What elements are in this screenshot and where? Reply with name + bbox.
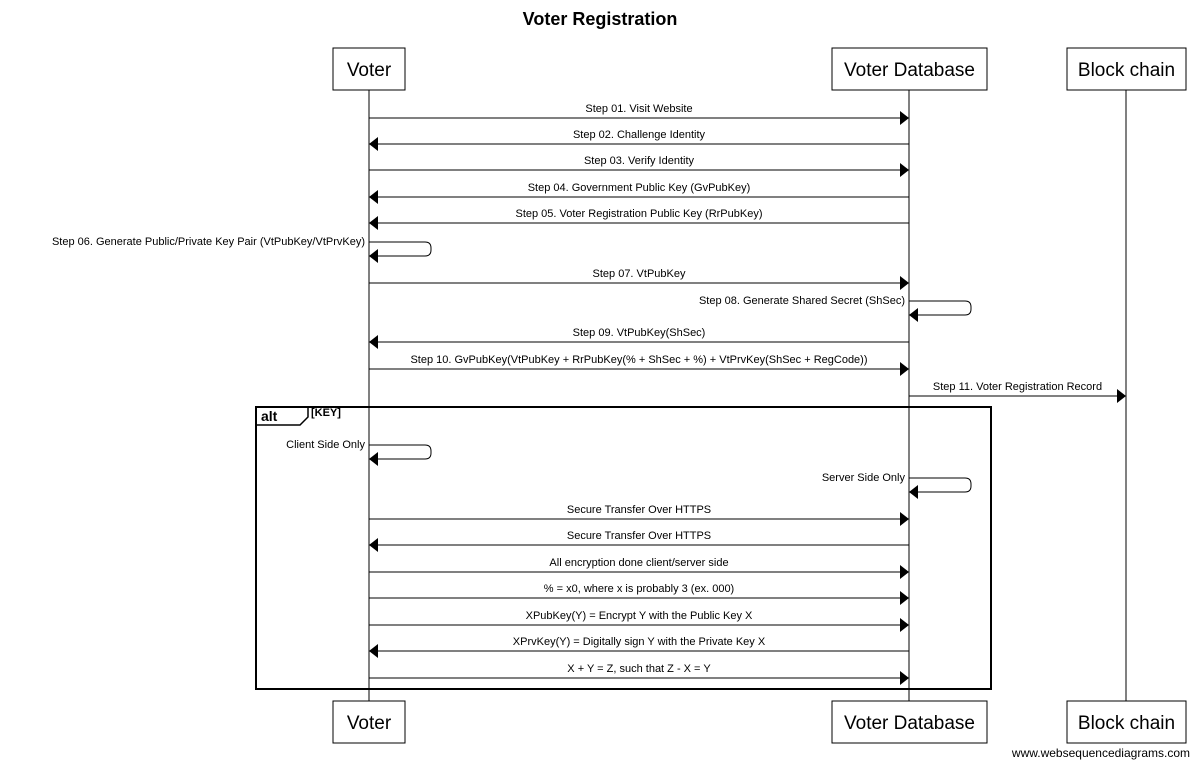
message-messages-9: Step 10. GvPubKey(VtPubKey + RrPubKey(% … (369, 354, 909, 376)
message-alt-messages-2: Secure Transfer Over HTTPS (369, 504, 909, 526)
message-messages-0: Step 01. Visit Website (369, 103, 909, 125)
arrowhead (369, 216, 378, 230)
message-alt-messages-5: % = x0, where x is probably 3 (ex. 000) (369, 583, 909, 605)
arrowhead (909, 485, 918, 499)
message-label: Secure Transfer Over HTTPS (567, 530, 711, 542)
message-label: Step 03. Verify Identity (584, 155, 695, 167)
message-label: Step 04. Government Public Key (GvPubKey… (528, 182, 751, 194)
arrowhead (900, 512, 909, 526)
self-message-loop (369, 241, 432, 257)
participant-label: Voter Database (844, 60, 975, 81)
message-label: Step 09. VtPubKey(ShSec) (573, 327, 706, 339)
message-messages-2: Step 03. Verify Identity (369, 155, 909, 177)
message-messages-4: Step 05. Voter Registration Public Key (… (369, 208, 909, 230)
message-alt-messages-7: XPrvKey(Y) = Digitally sign Y with the P… (369, 636, 909, 658)
arrowhead (900, 111, 909, 125)
message-alt-messages-1: Server Side Only (822, 472, 972, 499)
message-label: Secure Transfer Over HTTPS (567, 504, 711, 516)
arrowhead (900, 591, 909, 605)
alt-keyword: alt (261, 408, 278, 424)
message-label: Step 08. Generate Shared Secret (ShSec) (699, 295, 905, 307)
arrowhead (900, 671, 909, 685)
message-label: All encryption done client/server side (549, 557, 728, 569)
message-messages-5: Step 06. Generate Public/Private Key Pai… (52, 236, 432, 263)
arrowhead (900, 362, 909, 376)
participant-voter-database-top: Voter Database (831, 47, 988, 91)
message-label: Client Side Only (286, 439, 365, 451)
message-alt-messages-6: XPubKey(Y) = Encrypt Y with the Public K… (369, 610, 909, 632)
message-label: Step 10. GvPubKey(VtPubKey + RrPubKey(% … (410, 354, 867, 366)
message-messages-3: Step 04. Government Public Key (GvPubKey… (369, 182, 909, 204)
arrowhead (369, 335, 378, 349)
message-alt-messages-8: X + Y = Z, such that Z - X = Y (369, 663, 909, 685)
message-label: Step 01. Visit Website (585, 103, 692, 115)
message-label: X + Y = Z, such that Z - X = Y (567, 663, 711, 675)
message-label: Step 05. Voter Registration Public Key (… (515, 208, 762, 220)
arrowhead (369, 249, 378, 263)
arrowhead (369, 452, 378, 466)
message-messages-8: Step 09. VtPubKey(ShSec) (369, 327, 909, 349)
participant-label: Block chain (1078, 713, 1175, 734)
participant-block-chain-top: Block chain (1066, 47, 1187, 91)
participant-voter-top: Voter (332, 47, 406, 91)
participant-label: Voter (347, 713, 392, 734)
message-label: Step 11. Voter Registration Record (933, 381, 1102, 393)
alt-condition: [KEY] (311, 407, 341, 419)
arrowhead (900, 618, 909, 632)
participant-voter-database-bottom: Voter Database (831, 700, 988, 744)
alt-frame-border (255, 406, 992, 690)
arrowhead (369, 538, 378, 552)
message-label: Step 07. VtPubKey (593, 268, 686, 280)
participant-label: Voter (347, 60, 392, 81)
message-alt-messages-3: Secure Transfer Over HTTPS (369, 530, 909, 552)
participant-voter-bottom: Voter (332, 700, 406, 744)
message-alt-messages-0: Client Side Only (286, 439, 432, 466)
arrowhead (900, 565, 909, 579)
self-message-loop (909, 300, 972, 316)
message-messages-7: Step 08. Generate Shared Secret (ShSec) (699, 295, 972, 322)
alt-fragment: alt [KEY] (255, 406, 992, 690)
arrowhead (909, 308, 918, 322)
participant-label: Voter Database (844, 713, 975, 734)
footer-watermark: www.websequencediagrams.com (1011, 746, 1190, 760)
message-messages-10: Step 11. Voter Registration Record (909, 381, 1126, 403)
participant-label: Block chain (1078, 60, 1175, 81)
message-alt-messages-4: All encryption done client/server side (369, 557, 909, 579)
self-message-loop (369, 444, 432, 460)
message-label: XPrvKey(Y) = Digitally sign Y with the P… (513, 636, 766, 648)
message-label: Step 02. Challenge Identity (573, 129, 706, 141)
arrowhead (369, 190, 378, 204)
diagram-title: Voter Registration (523, 9, 678, 29)
arrowhead (900, 163, 909, 177)
alt-frame-tab (256, 407, 309, 426)
arrowhead (369, 644, 378, 658)
message-messages-6: Step 07. VtPubKey (369, 268, 909, 290)
self-message-loop (909, 477, 972, 493)
message-messages-1: Step 02. Challenge Identity (369, 129, 909, 151)
message-label: Step 06. Generate Public/Private Key Pai… (52, 236, 365, 248)
arrowhead (369, 137, 378, 151)
participant-block-chain-bottom: Block chain (1066, 700, 1187, 744)
message-label: XPubKey(Y) = Encrypt Y with the Public K… (526, 610, 753, 622)
message-label: % = x0, where x is probably 3 (ex. 000) (544, 583, 734, 595)
message-label: Server Side Only (822, 472, 906, 484)
arrowhead (1117, 389, 1126, 403)
arrowhead (900, 276, 909, 290)
